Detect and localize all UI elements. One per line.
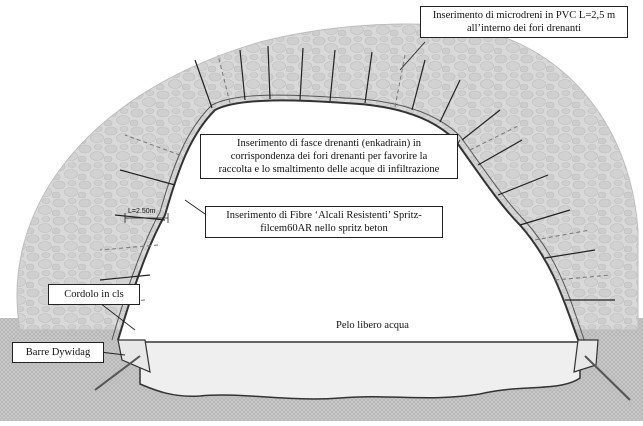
microdrains-callout: Inserimento di microdreni in PVC L=2,5 m… — [420, 6, 628, 38]
left-kerb — [117, 339, 151, 373]
drainage-strips-callout: Inserimento di fasce drenanti (enkadrain… — [200, 134, 458, 179]
drainage-strips-text-line2: corrispondenza dei fori drenanti per fav… — [230, 151, 428, 162]
rock-bolts — [99, 45, 615, 301]
shotcrete-lining-outer — [111, 94, 587, 346]
fibres-text-line1: Inserimento di Fibre ‘Alcali Resistenti’… — [226, 210, 422, 221]
kerb-label: Cordolo in cls — [64, 289, 124, 300]
water-channel — [139, 341, 581, 400]
bolt-length-label: L=2.50m — [128, 208, 156, 215]
dywidag-label: Barre Dywidag — [25, 347, 91, 358]
microdrains-text-line1: Inserimento di microdreni in PVC L=2,5 m — [432, 10, 616, 21]
fibres-text-line2: filcem60AR nello spritz beton — [260, 223, 388, 234]
dywidag-bars — [94, 355, 631, 401]
drainage-strips-text-line1: Inserimento di fasce drenanti (enkadrain… — [237, 138, 421, 149]
bolt-length-dimension — [124, 213, 169, 223]
kerb-callout: Cordolo in cls — [48, 284, 140, 305]
drainage-strips-text-line3: raccolta e lo smaltimento delle acque di… — [218, 164, 440, 175]
dywidag-callout: Barre Dywidag — [12, 342, 104, 363]
microdrains-text-line2: all’interno dei fori drenanti — [467, 23, 581, 34]
water-level-label: Pelo libero acqua — [336, 320, 409, 331]
fibres-callout: Inserimento di Fibre ‘Alcali Resistenti’… — [205, 206, 443, 238]
